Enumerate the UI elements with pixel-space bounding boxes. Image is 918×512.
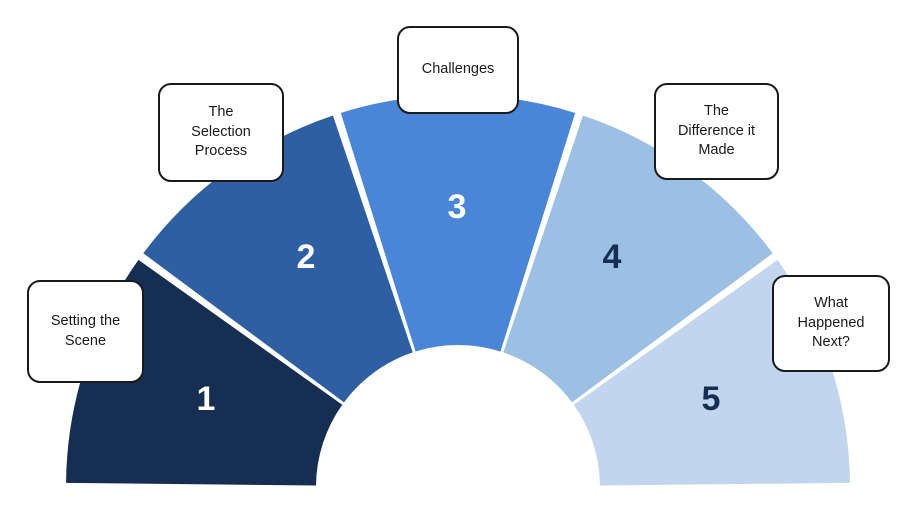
segment-number-4: 4: [602, 238, 622, 276]
callout-box-2[interactable]: The Selection Process: [158, 83, 284, 182]
wheel-segment-2[interactable]: [143, 115, 413, 403]
callout-box-5[interactable]: What Happened Next?: [772, 275, 890, 372]
segment-number-2: 2: [296, 238, 316, 276]
segment-number-5: 5: [701, 380, 721, 418]
callout-label-4: The Difference it Made: [677, 103, 756, 159]
segment-number-3: 3: [447, 188, 467, 226]
callout-box-3[interactable]: Challenges: [397, 26, 519, 114]
wheel-segment-3[interactable]: [340, 94, 576, 352]
callout-label-3: Challenges: [421, 61, 495, 78]
callout-label-1: Setting the Scene: [50, 312, 121, 349]
callout-label-5: What Happened Next?: [797, 295, 865, 351]
callout-box-1[interactable]: Setting the Scene: [27, 280, 144, 383]
segment-number-1: 1: [196, 380, 216, 418]
callout-label-2: The Selection Process: [191, 104, 251, 160]
callout-box-4[interactable]: The Difference it Made: [654, 83, 779, 180]
wheel-segment-4[interactable]: [503, 115, 773, 403]
